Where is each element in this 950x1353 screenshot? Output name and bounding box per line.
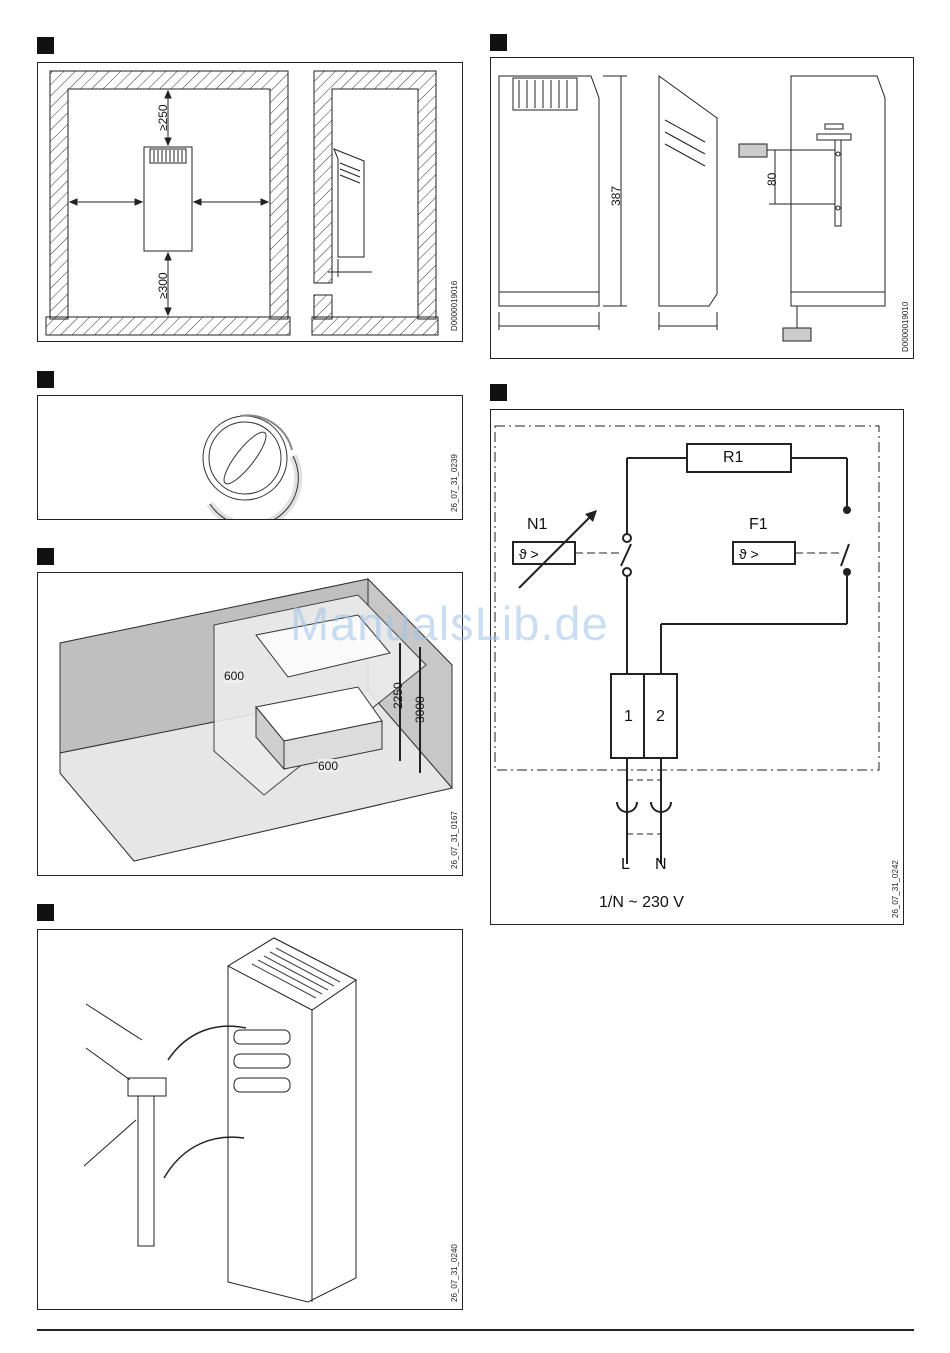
figure-5-code: 26_07_31_0240 [450, 1244, 459, 1302]
line-n-label: N [655, 856, 667, 874]
height-387-label: 387 [609, 186, 623, 206]
clearance-bottom-label: ≥300 [156, 272, 170, 299]
dimension-drawing [491, 58, 914, 359]
figure-2-code: D0000019010 [901, 302, 910, 352]
terminal-2-label: 2 [656, 708, 665, 726]
figure-3-marker [37, 371, 54, 388]
figure-5-mounting-diagram: 26_07_31_0240 [37, 929, 463, 1310]
figure-6-marker [490, 384, 507, 401]
zone-600-side-label: 600 [224, 669, 244, 683]
limiter-f1-label: F1 [749, 516, 768, 534]
figure-4-marker [37, 548, 54, 565]
figure-6-wiring-schematic: ϑ > ϑ > R1 N1 F1 1 2 L N 1/N ~ 230 V 26_… [490, 409, 904, 925]
thermostat-n1-label: N1 [527, 516, 547, 534]
mounting-drawing [38, 930, 463, 1310]
figure-2-dimension-diagram: 387 80 D0000019010 [490, 57, 914, 359]
figure-3-code: 26_07_31_0239 [450, 454, 459, 512]
resistor-r1-label: R1 [723, 449, 743, 467]
schematic-drawing: ϑ > ϑ > [491, 410, 904, 925]
zone-3000-label: 3000 [413, 696, 427, 723]
footer-rule [37, 1329, 914, 1331]
line-l-label: L [621, 856, 630, 874]
clearance-top-label: ≥250 [156, 104, 170, 131]
watermark: ManualsLib.de [290, 596, 609, 651]
figure-1-marker [37, 37, 54, 54]
clearance-drawing [38, 63, 463, 342]
spacing-80-label: 80 [765, 173, 779, 186]
knob-drawing [38, 396, 463, 520]
figure-6-code: 26_07_31_0242 [891, 860, 900, 918]
svg-text:ϑ >: ϑ > [739, 546, 759, 562]
figure-3-knob-diagram: 26_07_31_0239 [37, 395, 463, 520]
zone-600-front-label: 600 [318, 759, 338, 773]
figure-5-marker [37, 904, 54, 921]
supply-voltage-label: 1/N ~ 230 V [599, 894, 684, 912]
terminal-1-label: 1 [624, 708, 633, 726]
figure-1-clearance-diagram: ≥250 ≥300 D0000019016 [37, 62, 463, 342]
figure-4-code: 26_07_31_0167 [450, 811, 459, 869]
figure-2-marker [490, 34, 507, 51]
figure-1-code: D0000019016 [450, 281, 459, 331]
zone-2250-label: 2250 [391, 682, 405, 709]
svg-text:ϑ >: ϑ > [519, 546, 539, 562]
